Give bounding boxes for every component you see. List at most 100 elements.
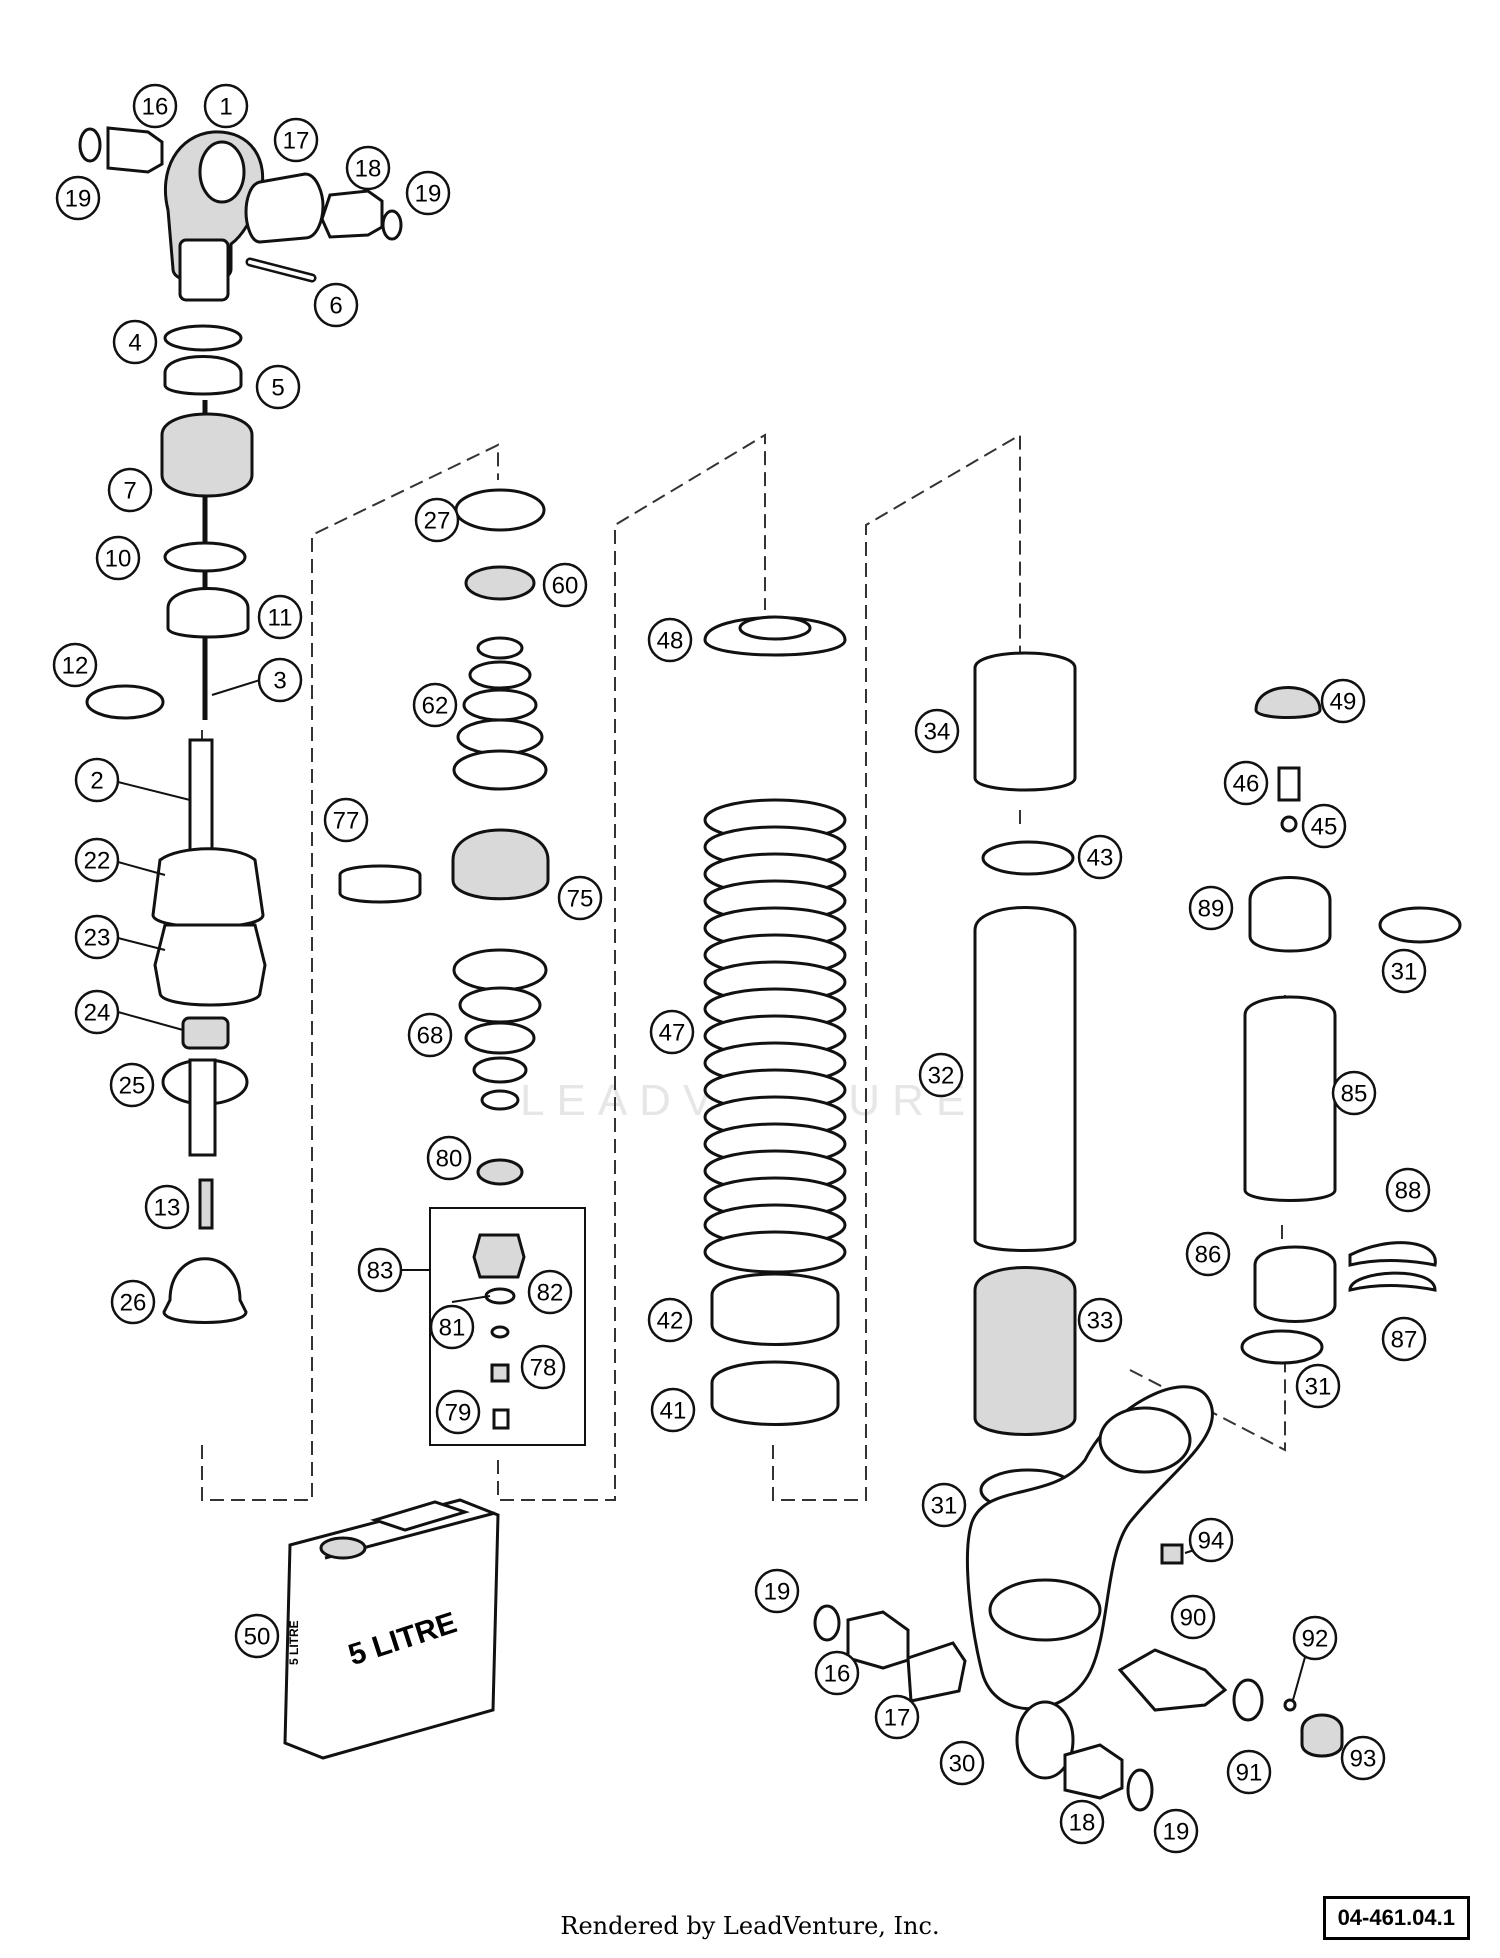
callout-circle xyxy=(74,757,120,803)
callout-number: 31 xyxy=(931,1493,958,1520)
callout-26: 26 xyxy=(110,1279,156,1325)
callout-circle xyxy=(52,642,98,688)
oil-can-body xyxy=(283,1498,500,1760)
callout-number: 1 xyxy=(219,94,232,121)
callout-circle xyxy=(914,708,960,754)
callout-22: 22 xyxy=(74,837,120,883)
callout-number: 11 xyxy=(268,605,293,632)
callout-number: 50 xyxy=(244,1624,271,1651)
bushing-18-bottom xyxy=(1063,1743,1124,1800)
callout-11: 11 xyxy=(257,594,303,640)
callout-number: 90 xyxy=(1180,1605,1207,1632)
callout-circle xyxy=(95,535,141,581)
reservoir-cap xyxy=(1098,1406,1192,1474)
callout-4: 4 xyxy=(112,319,158,365)
callout-1: 1 xyxy=(203,83,249,129)
callout-circle xyxy=(1381,1316,1427,1362)
callout-circle xyxy=(1077,834,1123,880)
callout-23: 23 xyxy=(74,914,120,960)
callout-number: 42 xyxy=(657,1308,684,1335)
callout-83: 83 xyxy=(357,1247,403,1293)
callout-90: 90 xyxy=(1170,1594,1216,1640)
callout-91: 91 xyxy=(1226,1749,1272,1795)
callout-17: 17 xyxy=(874,1694,920,1740)
callout-circle xyxy=(1385,1167,1431,1213)
callout-number: 16 xyxy=(824,1661,851,1688)
callout-number: 41 xyxy=(660,1398,687,1425)
callout-circle xyxy=(234,1613,280,1659)
callout-circle xyxy=(313,282,359,328)
callout-circle xyxy=(257,594,303,640)
oil-can-handle xyxy=(370,1500,470,1532)
washer-24 xyxy=(181,1016,230,1050)
diagram-reference-number: 04-461.04.1 xyxy=(1322,1896,1470,1940)
callout-46: 46 xyxy=(1223,760,1269,806)
callout-30: 30 xyxy=(939,1740,985,1786)
callout-circle xyxy=(345,145,391,191)
callout-88: 88 xyxy=(1385,1167,1431,1213)
nut-83 xyxy=(472,1233,526,1279)
callout-number: 75 xyxy=(567,886,594,913)
callout-labels: 1161917181964571011123222232425132627606… xyxy=(52,83,1431,1854)
callout-circle xyxy=(649,1009,695,1055)
callout-number: 88 xyxy=(1395,1178,1422,1205)
callout-circle xyxy=(435,1389,481,1435)
callout-number: 19 xyxy=(65,186,92,213)
piston-rod-2 xyxy=(188,738,214,862)
callout-number: 6 xyxy=(329,293,342,320)
callout-number: 87 xyxy=(1391,1327,1418,1354)
callout-7: 7 xyxy=(107,467,153,513)
callout-circle xyxy=(650,1387,696,1433)
callout-78: 78 xyxy=(520,1344,566,1390)
callout-18: 18 xyxy=(1059,1799,1105,1845)
callout-number: 68 xyxy=(417,1023,444,1050)
callout-circle xyxy=(557,875,603,921)
callout-circle xyxy=(323,797,369,843)
callout-12: 12 xyxy=(52,642,98,688)
callout-circle xyxy=(921,1482,967,1528)
callout-number: 91 xyxy=(1236,1760,1263,1787)
callout-number: 81 xyxy=(439,1315,466,1342)
callout-circle xyxy=(1340,1735,1386,1781)
valve-46 xyxy=(1277,766,1301,802)
callout-number: 24 xyxy=(84,1000,111,1027)
core-45 xyxy=(1280,815,1298,833)
callout-number: 3 xyxy=(273,668,286,695)
callout-number: 79 xyxy=(445,1400,472,1427)
callout-85: 85 xyxy=(1331,1070,1377,1116)
callout-circle xyxy=(107,467,153,513)
ball-92 xyxy=(1283,1698,1297,1712)
callout-number: 83 xyxy=(367,1258,394,1285)
callout-number: 33 xyxy=(1087,1308,1114,1335)
spring-seat-hole xyxy=(738,615,812,641)
piston-86 xyxy=(1253,1245,1337,1323)
washer-82 xyxy=(484,1287,516,1305)
callout-circle xyxy=(1301,803,1347,849)
callout-number: 34 xyxy=(924,719,951,746)
oil-can-50: 5 LITRE 5 LITRE xyxy=(283,1498,500,1760)
callout-number: 82 xyxy=(537,1280,564,1307)
top-out-22 xyxy=(151,847,265,929)
callout-13: 13 xyxy=(144,1184,190,1230)
callout-33: 33 xyxy=(1077,1297,1123,1343)
snap-ring-31-upper xyxy=(1378,906,1462,944)
rod-lower xyxy=(188,1058,217,1157)
callout-92: 92 xyxy=(1292,1615,1338,1661)
callout-circle xyxy=(1226,1749,1272,1795)
bearing-17 xyxy=(244,172,325,244)
screw-79 xyxy=(492,1408,510,1430)
lower-body-top xyxy=(988,1578,1102,1642)
callout-circle xyxy=(1077,1297,1123,1343)
callout-circle xyxy=(647,1297,693,1343)
spring-assembly xyxy=(703,615,847,1426)
callout-circle xyxy=(918,1052,964,1098)
callout-circle xyxy=(144,1184,190,1230)
callout-87: 87 xyxy=(1381,1316,1427,1362)
callout-45: 45 xyxy=(1301,803,1347,849)
adjuster-nut-41 xyxy=(710,1360,840,1426)
callout-circle xyxy=(132,83,178,129)
callout-number: 7 xyxy=(123,478,136,505)
callout-number: 60 xyxy=(552,573,579,600)
callout-48: 48 xyxy=(647,617,693,663)
callout-42: 42 xyxy=(647,1297,693,1343)
